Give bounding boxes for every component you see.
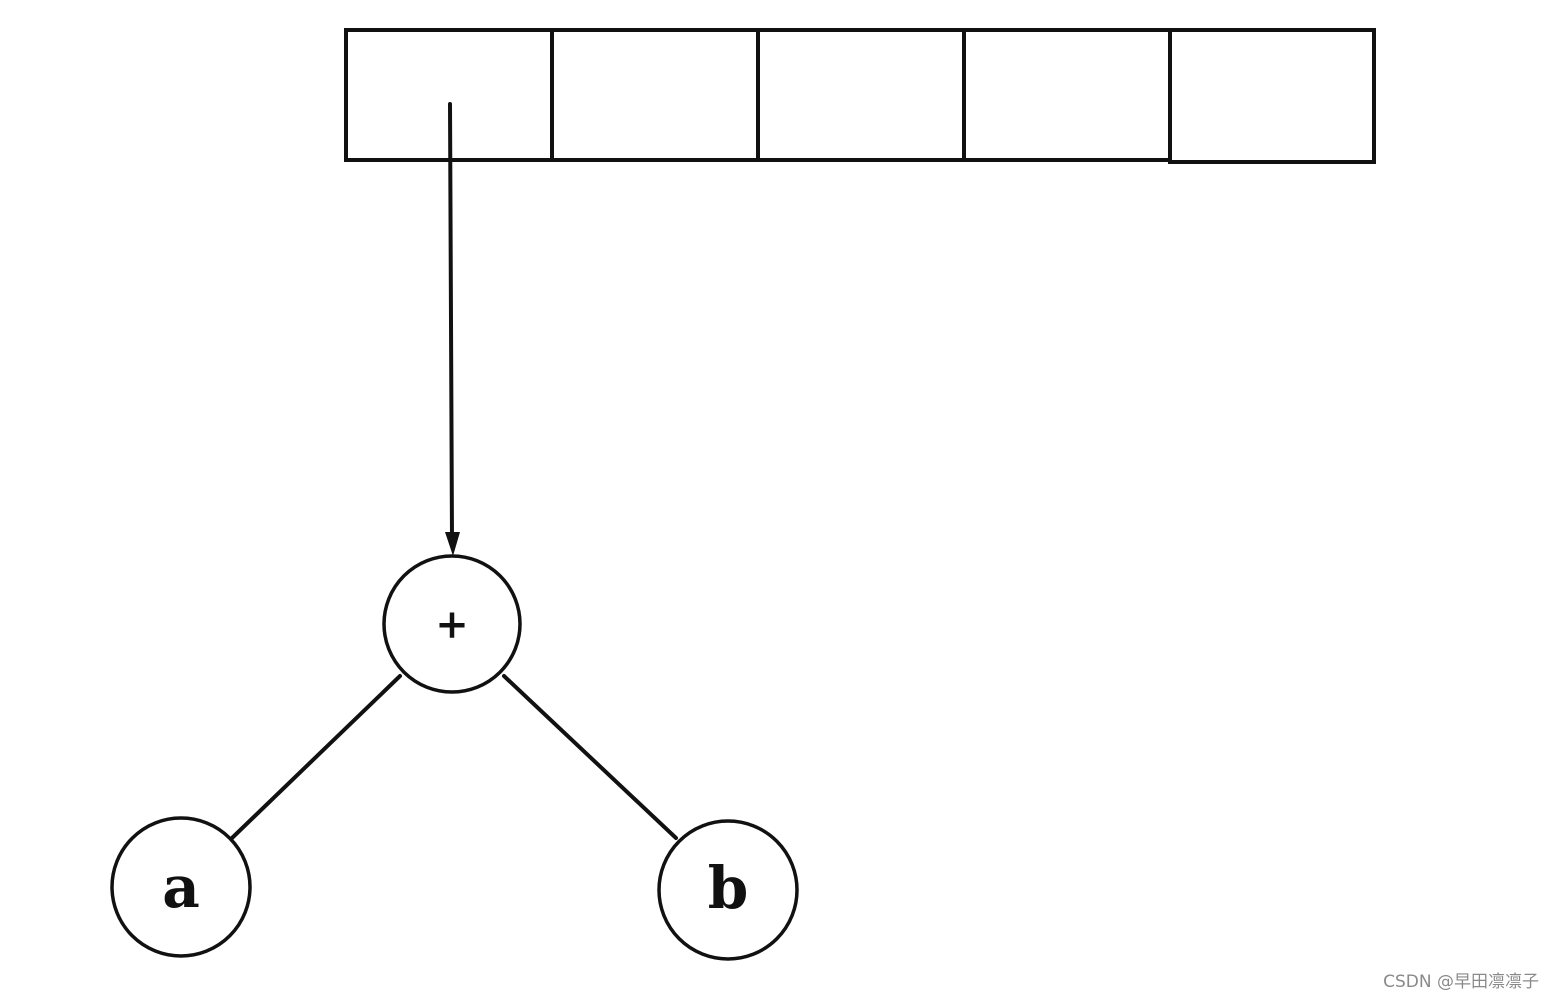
array-cell-4 (962, 28, 1172, 162)
tree-node-left-label: a (162, 853, 200, 921)
watermark: CSDN @早田凛凛子 (1383, 972, 1539, 992)
pointer-line (448, 102, 454, 542)
tree-node-root: + (382, 554, 522, 694)
tree-edges (230, 674, 678, 840)
tree-node-left: a (110, 816, 252, 958)
array-cell-2 (550, 28, 760, 162)
tree-node-right-label: b (708, 854, 749, 922)
array-cell-5 (1168, 28, 1376, 164)
pointer-arrowhead (445, 532, 460, 556)
array-cell-3 (756, 28, 966, 162)
tree-node-root-circle (382, 554, 522, 694)
tree-node-left-circle (110, 816, 252, 958)
tree-node-right-circle (657, 819, 799, 961)
pointer-arrow (445, 102, 460, 556)
tree-node-right: b (657, 819, 799, 961)
tree-node-root-label: + (435, 601, 469, 648)
array (344, 28, 1376, 164)
edge-root-left (230, 674, 402, 840)
edge-root-right (502, 674, 678, 840)
